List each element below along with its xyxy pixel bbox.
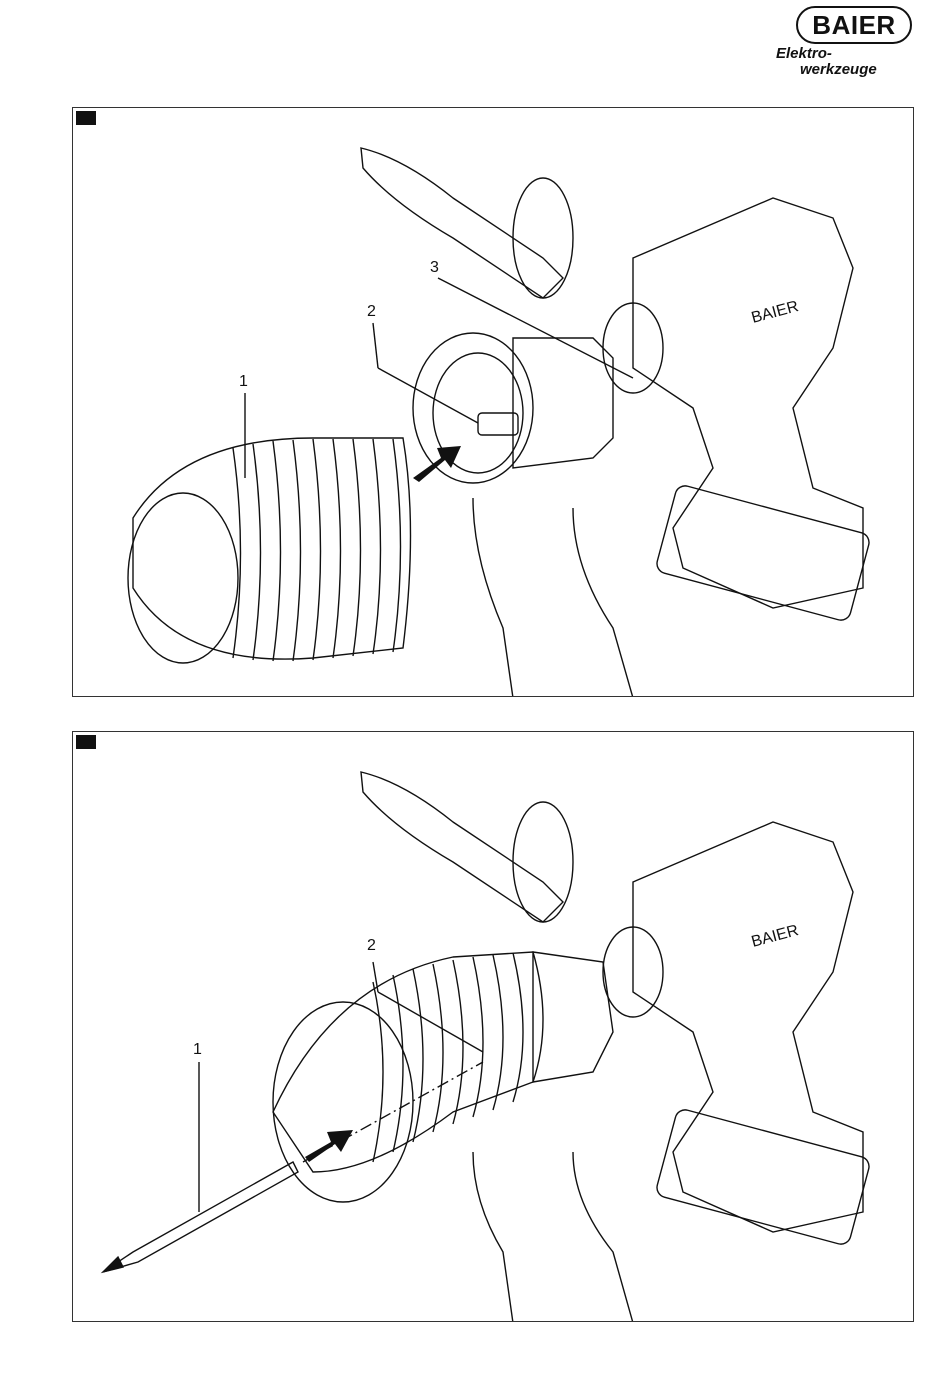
drill-body — [633, 198, 863, 608]
handle-guard — [513, 178, 573, 298]
battery-pack — [655, 1108, 871, 1247]
core-bit — [133, 438, 411, 659]
callout-2: 2 — [367, 937, 376, 954]
figure-panel-b: 1 2 BAIER — [72, 731, 914, 1322]
tool-brand-label: BAIER — [750, 922, 801, 951]
logo-badge: BAIER — [796, 6, 912, 44]
dust-extractor — [533, 952, 613, 1082]
callout-1: 1 — [239, 373, 248, 390]
insert-arrow — [305, 1130, 353, 1162]
figure-panel-a: 1 2 3 BAIER — [72, 107, 914, 697]
drill-body — [633, 822, 863, 1232]
suction-hose — [473, 498, 633, 697]
core-bit-mounting-illustration: 1 2 3 BAIER — [73, 108, 914, 697]
callout-2: 2 — [367, 303, 376, 320]
dust-extractor — [513, 338, 613, 468]
centering-drill — [103, 1162, 298, 1272]
logo-subtitle-line1: Elektro- — [776, 46, 832, 62]
suction-hose — [473, 1152, 633, 1322]
baier-logo: BAIER Elektro- werkzeuge — [770, 4, 920, 80]
threaded-spindle — [478, 413, 518, 435]
logo-name: BAIER — [798, 10, 910, 41]
leader-2 — [373, 323, 378, 368]
handle-guard — [513, 802, 573, 922]
logo-subtitle-line2: werkzeuge — [800, 62, 877, 78]
extractor-cup — [413, 333, 533, 483]
battery-pack — [655, 484, 871, 623]
tool-brand-label: BAIER — [750, 298, 801, 327]
callout-3: 3 — [430, 259, 439, 276]
side-handle — [361, 772, 563, 922]
centering-drill-illustration: 1 2 BAIER — [73, 732, 914, 1322]
side-handle — [361, 148, 563, 298]
callout-1: 1 — [193, 1041, 202, 1058]
